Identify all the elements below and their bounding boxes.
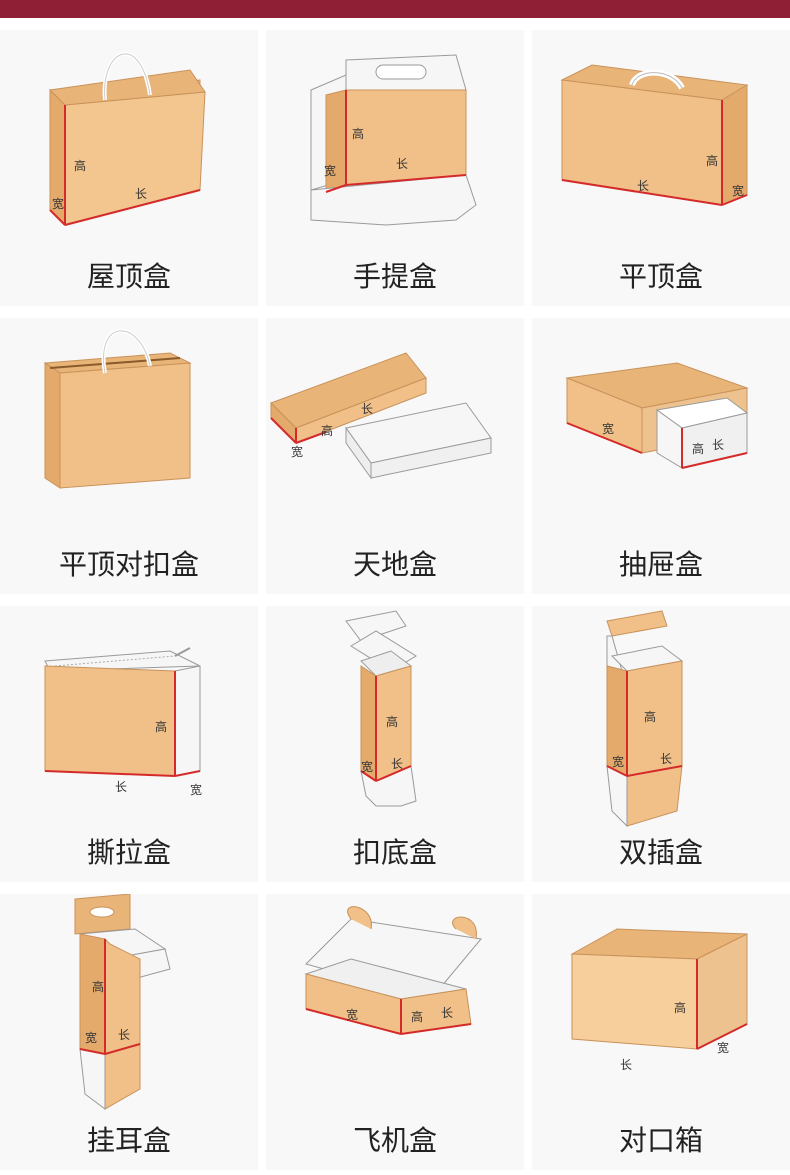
height-mark: 高 (74, 158, 86, 173)
box-name-label: 撕拉盒 (0, 831, 258, 871)
width-mark: 宽 (717, 1040, 729, 1055)
length-mark: 长 (118, 1028, 130, 1042)
box-type-grid: 高 长 宽 屋顶盒 高 长 宽 手提盒 (0, 30, 790, 1170)
width-mark: 宽 (732, 183, 744, 198)
width-mark: 宽 (612, 754, 624, 769)
box-card-hang-tab: 高 长 宽 挂耳盒 (0, 894, 258, 1170)
box-name-label: 平顶对扣盒 (0, 543, 258, 583)
width-mark: 宽 (52, 196, 64, 211)
box-name-label: 扣底盒 (266, 831, 524, 871)
height-mark: 高 (644, 709, 656, 724)
box-name-label: 手提盒 (266, 255, 524, 295)
width-mark: 宽 (346, 1007, 358, 1022)
box-card-drawer: 高 长 宽 抽屉盒 (532, 318, 790, 594)
length-mark: 长 (361, 402, 373, 416)
height-mark: 高 (155, 719, 167, 734)
length-mark: 长 (712, 438, 724, 452)
length-mark: 长 (620, 1058, 632, 1072)
box-name-label: 对口箱 (532, 1119, 790, 1159)
box-card-lock-bottom: 高 长 宽 扣底盒 (266, 606, 524, 882)
length-mark: 长 (115, 780, 127, 794)
box-card-lid-base: 高 长 宽 天地盒 (266, 318, 524, 594)
length-mark: 长 (637, 179, 649, 193)
length-mark: 长 (391, 757, 403, 771)
box-name-label: 平顶盒 (532, 255, 790, 295)
box-card-double-tuck: 高 长 宽 双插盒 (532, 606, 790, 882)
top-banner-bar (0, 0, 790, 18)
height-mark: 高 (352, 126, 364, 141)
width-mark: 宽 (602, 421, 614, 436)
box-name-label: 天地盒 (266, 543, 524, 583)
length-mark: 长 (441, 1006, 453, 1020)
box-card-regular-slotted: 高 长 宽 对口箱 (532, 894, 790, 1170)
height-mark: 高 (706, 153, 718, 168)
box-card-flat-top: 高 长 宽 平顶盒 (532, 30, 790, 306)
box-name-label: 双插盒 (532, 831, 790, 871)
width-mark: 宽 (85, 1030, 97, 1045)
box-name-label: 抽屉盒 (532, 543, 790, 583)
length-mark: 长 (660, 752, 672, 766)
box-name-label: 挂耳盒 (0, 1119, 258, 1159)
width-mark: 宽 (361, 759, 373, 774)
height-mark: 高 (674, 1000, 686, 1015)
box-card-mailer: 高 长 宽 飞机盒 (266, 894, 524, 1170)
length-mark: 长 (135, 187, 147, 201)
box-card-roof: 高 长 宽 屋顶盒 (0, 30, 258, 306)
height-mark: 高 (386, 714, 398, 729)
height-mark: 高 (92, 979, 104, 994)
box-card-flat-top-snap: 平顶对扣盒 (0, 318, 258, 594)
width-mark: 宽 (291, 444, 303, 459)
box-card-tear-strip: 高 长 宽 撕拉盒 (0, 606, 258, 882)
length-mark: 长 (396, 157, 408, 171)
box-card-handle: 高 长 宽 手提盒 (266, 30, 524, 306)
box-name-label: 屋顶盒 (0, 255, 258, 295)
height-mark: 高 (411, 1009, 423, 1024)
box-name-label: 飞机盒 (266, 1119, 524, 1159)
width-mark: 宽 (190, 782, 202, 797)
height-mark: 高 (692, 441, 704, 456)
width-mark: 宽 (324, 163, 336, 178)
height-mark: 高 (321, 423, 333, 438)
